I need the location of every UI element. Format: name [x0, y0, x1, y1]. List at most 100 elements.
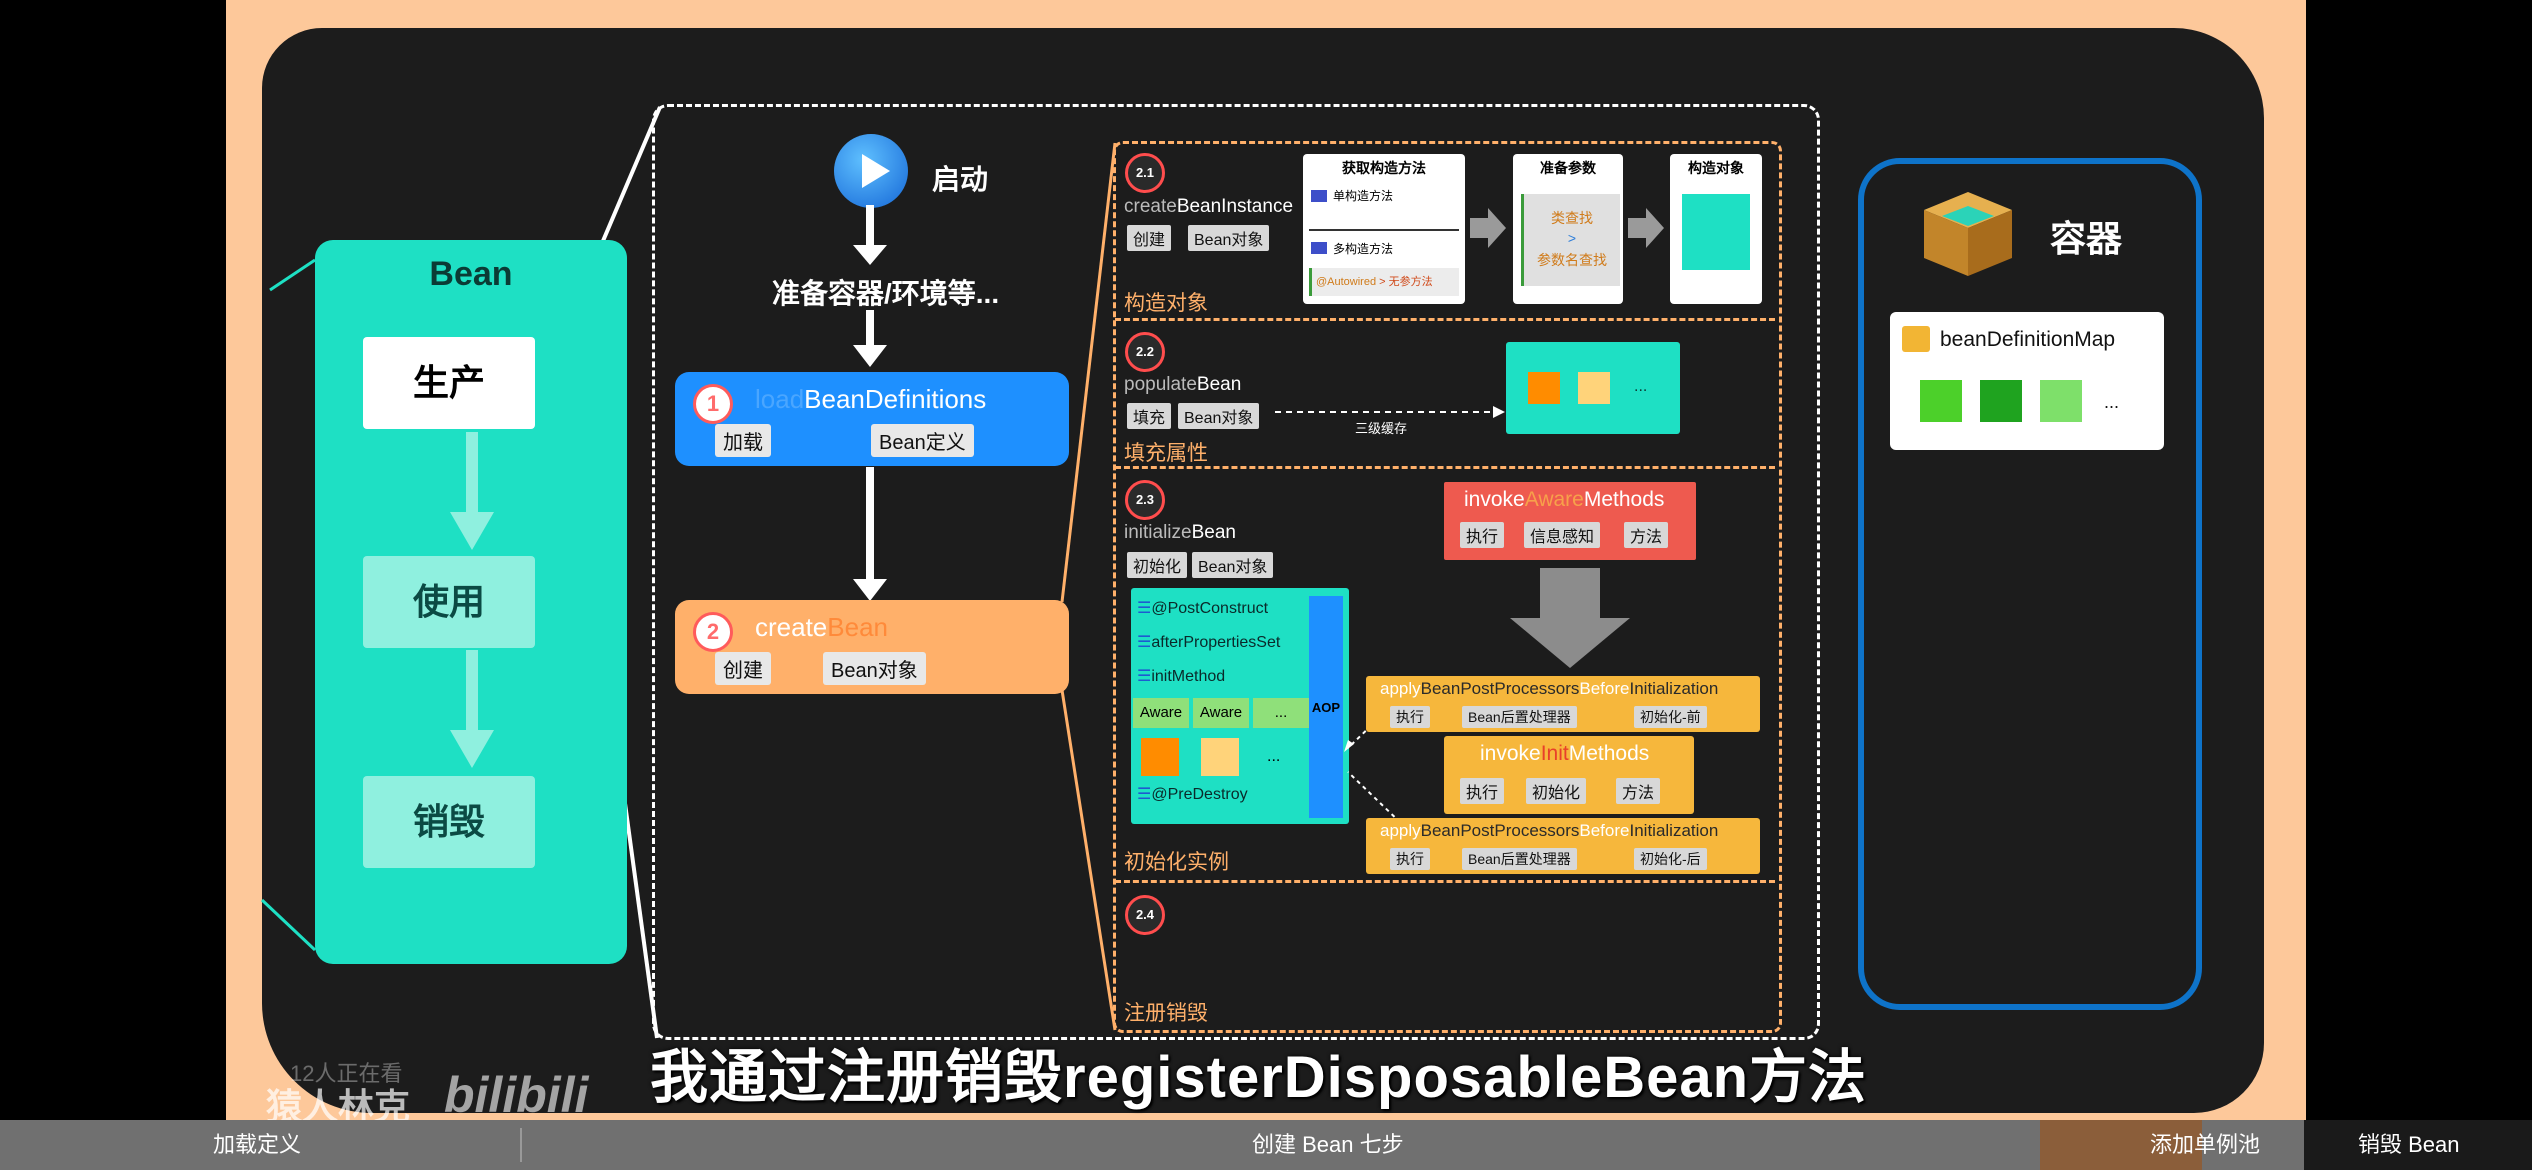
- bean-block: [1980, 380, 2022, 422]
- badge-2-4: 2.4: [1125, 895, 1165, 935]
- step-title-prefix: create: [755, 612, 828, 642]
- init-methods-panel: ☰@PostConstruct ☰afterPropertiesSet ☰ini…: [1131, 588, 1349, 824]
- method-title-b: BeanPostProcessors: [1420, 821, 1580, 840]
- play-icon: [834, 134, 908, 208]
- tag: 执行: [1390, 706, 1430, 728]
- chapter-load-definition[interactable]: 加载定义: [213, 1132, 302, 1157]
- constructor-icon: [1311, 190, 1327, 202]
- create-bean-detail: [1113, 141, 1782, 1033]
- bean-definition-map: beanDefinitionMap ...: [1890, 312, 2164, 450]
- badge-2-3: 2.3: [1125, 480, 1165, 520]
- list-icon: ☰: [1137, 668, 1152, 685]
- method-title-a: invoke: [1480, 742, 1541, 765]
- apply-bpp-after: applyBeanPostProcessorsBeforeInitializat…: [1366, 818, 1760, 874]
- populated-fields: ...: [1506, 342, 1680, 434]
- chapter-destroy-bean[interactable]: 销毁 Bean: [2358, 1132, 2460, 1157]
- card-title: 准备参数: [1540, 160, 1596, 176]
- arrow-down-icon: [450, 730, 494, 768]
- method-title-c: Before: [1579, 821, 1630, 840]
- badge-2-2: 2.2: [1125, 332, 1165, 372]
- tag: 执行: [1390, 848, 1430, 870]
- tag: 执行: [1460, 778, 1505, 804]
- s23-title-name: Bean: [1191, 522, 1236, 543]
- step-load-bean-definitions: 1 loadBeanDefinitions 加载 Bean定义: [675, 372, 1069, 466]
- tag: 方法: [1616, 778, 1661, 804]
- lookup-box: 类查找 > 参数名查找: [1521, 194, 1620, 286]
- field-block: [1201, 738, 1239, 776]
- method-title: applyBeanPostProcessorsBeforeInitializat…: [1380, 821, 1718, 841]
- list-icon: ☰: [1137, 600, 1152, 617]
- section-divider: [1115, 318, 1775, 321]
- arrow-down-icon: [450, 512, 494, 550]
- method-title-a: apply: [1380, 821, 1421, 840]
- chapter-progress-highlight: [2040, 1120, 2202, 1170]
- subtitle: 我通过注册销毁registerDisposableBean方法: [650, 1045, 1868, 1110]
- chapter-add-singleton-pool[interactable]: 添加单例池: [2150, 1132, 2261, 1157]
- object-block: [1682, 194, 1750, 270]
- s21-title: createBeanInstance: [1124, 196, 1293, 218]
- s22-title-name: Bean: [1196, 374, 1242, 395]
- flow-arrows: [853, 205, 887, 601]
- step-number: 1: [693, 384, 733, 424]
- phase-connector: [466, 650, 478, 730]
- s22-label: 填充属性: [1124, 442, 1208, 465]
- box-icon: [1924, 192, 2012, 276]
- step-title-name: Bean: [827, 612, 888, 642]
- map-title: beanDefinitionMap: [1940, 328, 2116, 351]
- method-title-c: Methods: [1583, 488, 1665, 511]
- tag: Bean对象: [1178, 403, 1260, 429]
- init-list-item: ☰afterPropertiesSet: [1137, 634, 1281, 651]
- card-construct-object: 构造对象: [1670, 154, 1762, 304]
- autowired-note-a: @Autowired: [1316, 276, 1377, 288]
- card-item: 单构造方法: [1333, 189, 1394, 203]
- s23-title: initializeBean: [1124, 522, 1236, 544]
- start-label: 启动: [932, 164, 989, 195]
- method-title-d: Initialization: [1629, 679, 1719, 698]
- method-title-a: apply: [1380, 679, 1421, 698]
- prepare-label: 准备容器/环境等...: [772, 278, 1000, 309]
- step-title-name: BeanDefinitions: [804, 384, 987, 414]
- method-title: invokeInitMethods: [1480, 742, 1649, 766]
- field-block: [1141, 738, 1179, 776]
- s24-label: 注册销毁: [1124, 1002, 1208, 1025]
- list-icon: ☰: [1137, 786, 1152, 803]
- flow-outline: [652, 104, 1820, 1040]
- chapter-create-bean[interactable]: 创建 Bean 七步: [1252, 1132, 1404, 1157]
- tag: 初始化-前: [1634, 706, 1707, 728]
- card-get-constructor: 获取构造方法 单构造方法 多构造方法 @Autowired > 无参方法: [1303, 154, 1465, 304]
- tag: 初始化-后: [1634, 848, 1707, 870]
- tag: 方法: [1624, 522, 1669, 548]
- aware-chip: Aware: [1133, 698, 1189, 728]
- card-item: 多构造方法: [1333, 242, 1394, 256]
- method-title-b: Aware: [1524, 488, 1584, 511]
- tag: 填充: [1127, 403, 1172, 429]
- ellipsis: ...: [2104, 392, 2120, 412]
- method-title-c: Before: [1579, 679, 1630, 698]
- ellipsis: ...: [1267, 748, 1281, 765]
- method-title-c: Methods: [1568, 742, 1650, 765]
- tag: 信息感知: [1524, 522, 1601, 548]
- chapter-current-highlight: [2304, 1120, 2532, 1170]
- arrow-right-icon: [1628, 208, 1664, 248]
- section-divider: [1115, 880, 1775, 883]
- s21-title-prefix: create: [1124, 196, 1177, 217]
- viewer-count: 12人正在看: [290, 1061, 403, 1086]
- lookup-line: 类查找: [1551, 210, 1593, 226]
- tag: Bean对象: [1192, 552, 1274, 578]
- s23-title-prefix: initialize: [1124, 522, 1192, 543]
- invoke-init-methods: invokeInitMethods 执行 初始化 方法: [1444, 736, 1694, 814]
- bean-panel-title: Bean: [429, 255, 513, 293]
- method-title-d: Initialization: [1629, 821, 1719, 840]
- ellipsis: ...: [1634, 378, 1648, 395]
- arrow-right-icon: [1470, 208, 1506, 248]
- lookup-line: >: [1567, 230, 1577, 246]
- chapter-divider: [520, 1128, 522, 1162]
- init-list-item: ☰initMethod: [1137, 668, 1226, 685]
- phase-connector: [466, 432, 478, 512]
- card-prepare-params: 准备参数 类查找 > 参数名查找: [1513, 154, 1623, 304]
- s22-title-prefix: populate: [1124, 374, 1197, 395]
- bilibili-logo: bilibili: [444, 1067, 589, 1123]
- divider: [1309, 229, 1459, 231]
- container-title: 容器: [2050, 218, 2123, 259]
